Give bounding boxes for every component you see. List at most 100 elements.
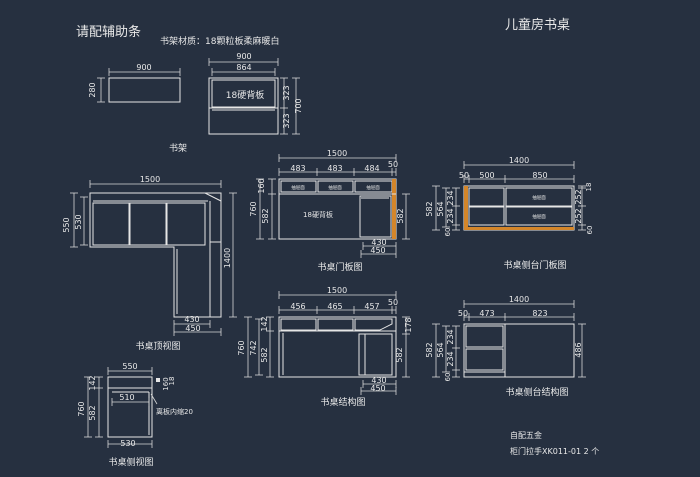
desk-structure-c4: 50: [388, 298, 398, 307]
shelf-top-h3: 323: [282, 113, 291, 128]
desk-structure-c3: 457: [364, 302, 379, 311]
side-structure-r1: 486: [574, 342, 583, 357]
desk-structure-drawer-1: [280, 318, 317, 331]
desk-side-h2: 760: [77, 401, 86, 416]
side-door-c1: 50: [459, 171, 469, 180]
desk-door-cabinet: [359, 195, 392, 238]
desk-structure-outline: [278, 316, 397, 378]
side-door-drawer-2: [505, 206, 573, 226]
desk-structure-c2: 465: [327, 302, 342, 311]
desk-top-w1: 430: [184, 315, 199, 324]
side-door-drawer-2-label: 抽屉面: [532, 213, 546, 220]
side-structure-h1: 582: [425, 342, 434, 357]
desk-door-b1: 430: [371, 238, 386, 247]
hardware-title: 自配五金: [510, 430, 542, 440]
desk-door-h2: 760: [249, 201, 258, 216]
side-structure-h4: 234: [446, 351, 455, 366]
desk-structure-b2: 450: [370, 384, 385, 393]
desk-structure-h2: 760: [237, 340, 246, 355]
shelf-front-outline: [108, 77, 181, 103]
desk-door-c4: 50: [388, 160, 398, 169]
desk-door-back-panel: 18硬背板: [303, 210, 333, 219]
desk-structure-h1: 142: [260, 316, 269, 331]
desk-side-view: 550 510 530 760 142 582 18 160 离板内缩20: [77, 362, 193, 448]
shelf-front-width: 900: [136, 63, 151, 72]
side-structure-width: 1400: [509, 295, 529, 304]
side-door-caption: 书桌侧台门板图: [503, 259, 566, 271]
desk-door-c1: 483: [290, 164, 305, 173]
side-door-width: 1400: [509, 156, 529, 165]
side-door-panel-1: [468, 187, 505, 207]
shelf-top-h1: 323: [282, 85, 291, 100]
desk-side-bottom-width: 530: [120, 439, 135, 448]
desk-top-cell-1: [92, 202, 130, 246]
side-structure-view: 1400 50 473 823 582 564 234 234 60 486: [425, 295, 586, 381]
desk-top-depth-1: 550: [62, 217, 71, 232]
shelf-front-height: 280: [88, 82, 97, 97]
desk-door-accent-strip: [392, 179, 396, 239]
desk-drawer-1: [280, 180, 317, 193]
side-structure-c2: 473: [479, 309, 494, 318]
desk-side-marker: [156, 378, 160, 382]
desk-structure-caption: 书桌结构图: [320, 396, 365, 408]
side-door-c3: 850: [532, 171, 547, 180]
desk-top-outline: [89, 192, 222, 318]
desk-top-length: 1400: [223, 248, 232, 268]
side-door-h4: 234: [446, 208, 455, 223]
desk-side-outline: [107, 376, 153, 438]
desk-side-h1: 142: [88, 375, 97, 390]
side-door-r3: 252: [574, 208, 583, 223]
desk-door-h1: 160: [257, 178, 266, 193]
desk-drawer-2-label: 抽屉面: [328, 184, 342, 191]
hardware-item: 柜门拉手XK011-01 2 个: [510, 446, 599, 456]
side-structure-c3: 823: [532, 309, 547, 318]
desk-structure-view: 1500 456 465 457 50 760 742 142 582 178 …: [237, 286, 413, 395]
desk-top-view: 1500 550 530 1400 430 450: [62, 175, 237, 336]
shelf-top-inner-width: 864: [236, 63, 251, 72]
side-structure-c1: 50: [458, 309, 468, 318]
desk-door-caption: 书桌门板图: [317, 261, 362, 273]
side-structure-caption: 书桌侧台结构图: [505, 386, 568, 398]
desk-side-caption: 书桌侧视图: [108, 456, 153, 468]
shelf-top-h2: 700: [294, 98, 303, 113]
desk-structure-drawer-3: [354, 318, 393, 331]
desk-side-r2: 160: [162, 377, 170, 390]
desk-drawer-1-label: 抽屉面: [291, 184, 305, 191]
desk-side-r1: 18: [168, 377, 176, 386]
side-door-outline: [463, 185, 575, 231]
desk-side-h3: 582: [88, 405, 97, 420]
desk-top-depth-2: 530: [74, 214, 83, 229]
desk-side-top-width: 550: [122, 362, 137, 371]
desk-door-c3: 484: [364, 164, 379, 173]
side-door-accent-bottom: [464, 227, 574, 230]
side-door-h2: 564: [436, 201, 445, 216]
side-door-accent-left: [464, 186, 468, 230]
shelf-back-panel: [211, 79, 276, 108]
side-door-view: 抽屉面 抽屉面 1400 50 500 850 582 564 234 234 …: [425, 156, 594, 236]
desk-top-caption: 书桌顶视图: [135, 340, 180, 352]
side-door-h1: 582: [425, 201, 434, 216]
side-structure-h5: 60: [444, 373, 452, 382]
shelf-top-outline: [208, 77, 279, 135]
desk-structure-r1: 178: [404, 317, 413, 332]
desk-door-c2: 483: [327, 164, 342, 173]
side-structure-h3: 234: [446, 329, 455, 344]
desk-door-view: 抽屉面 抽屉面 抽屉面 18硬背板 1500 483 483 484 50 16…: [249, 149, 410, 258]
shelf-top-view: 900 864 18硬背板 323 700 323: [208, 52, 303, 135]
desk-top-cell-3: [166, 202, 206, 246]
desk-door-h3: 582: [261, 208, 270, 223]
desk-top-cell-2: [129, 202, 167, 246]
desk-structure-c1: 456: [290, 302, 305, 311]
desk-door-h4: 582: [396, 208, 405, 223]
side-door-panel-2: [468, 206, 505, 226]
drawing-title: 儿童房书桌: [505, 17, 570, 33]
desk-structure-h4: 582: [260, 347, 269, 362]
desk-door-width: 1500: [327, 149, 347, 158]
shelf-top-outer-width: 900: [236, 52, 251, 61]
desk-side-note: 离板内缩20: [156, 407, 193, 416]
assembly-note: 请配辅助条: [76, 24, 141, 40]
shelf-caption: 书架: [169, 143, 187, 154]
desk-top-w2: 450: [185, 324, 200, 333]
desk-top-width: 1500: [140, 175, 160, 184]
side-door-r2: 252: [574, 189, 583, 204]
